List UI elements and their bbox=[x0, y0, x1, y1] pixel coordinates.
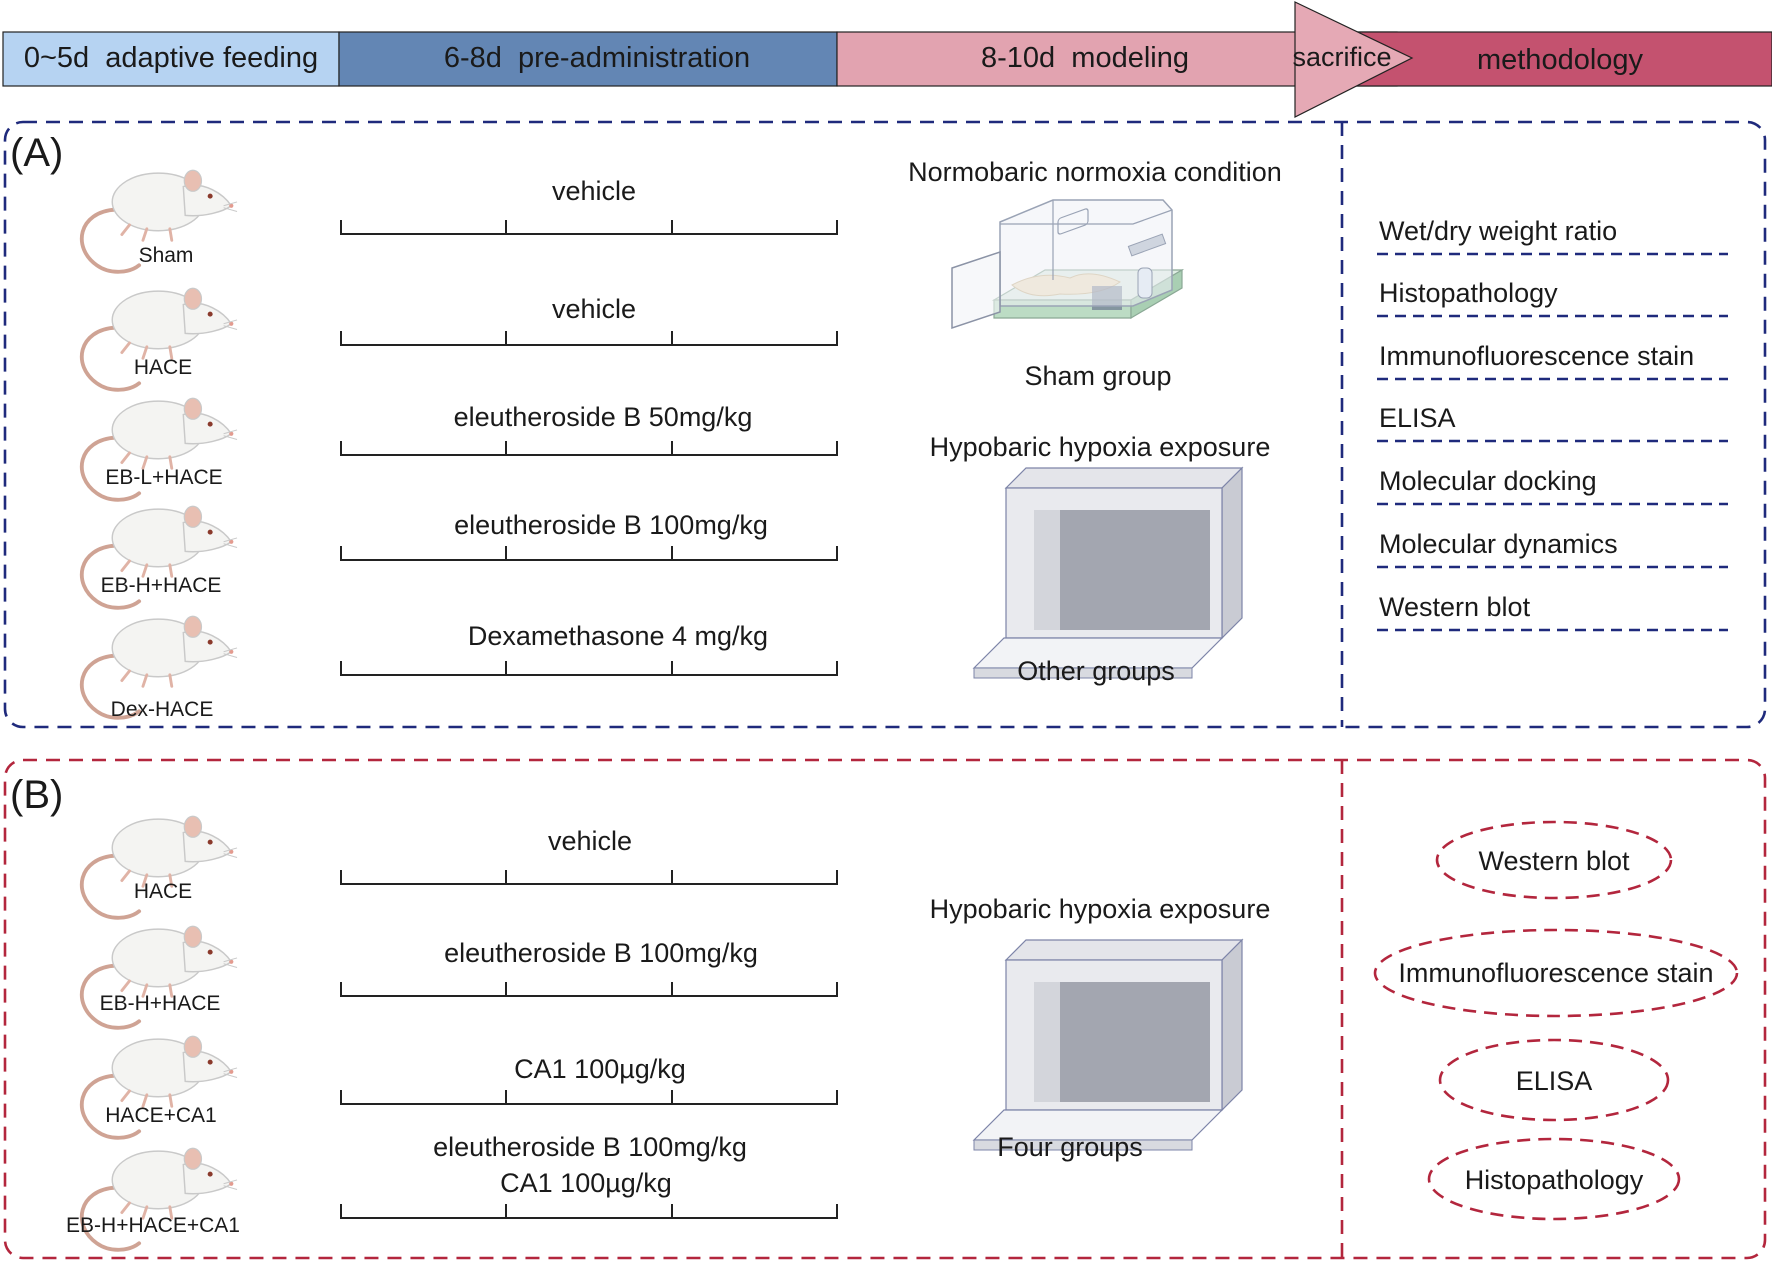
timeline-axis-sham bbox=[340, 220, 838, 235]
dosing-timeline-a bbox=[340, 220, 838, 676]
treatment-label-sham: vehicle bbox=[552, 176, 636, 206]
hypoxia-chamber-icon-a bbox=[973, 467, 1243, 679]
panel-a-label: (A) bbox=[10, 131, 63, 175]
group-label-eb-h-hace: EB-H+HACE bbox=[101, 574, 222, 597]
methods-list-a: Wet/dry weight ratio Histopathology Immu… bbox=[1377, 216, 1728, 632]
method-b-histopathology: Histopathology bbox=[1465, 1165, 1644, 1195]
timeline-axis-eb-l bbox=[340, 441, 838, 456]
method-a-wet-dry: Wet/dry weight ratio bbox=[1379, 216, 1617, 246]
panel-a-border bbox=[3, 120, 1767, 729]
sacrifice-arrow bbox=[1294, 1, 1414, 118]
hypoxia-chamber-icon-b bbox=[973, 939, 1243, 1151]
timeline-axis-dex bbox=[340, 661, 838, 676]
method-b-western-blot: Western blot bbox=[1478, 846, 1630, 876]
panel-b-border bbox=[3, 758, 1767, 1260]
treatment-label-b-ca1-line2: CA1 100µg/kg bbox=[500, 1168, 672, 1198]
timeline-axis-eb-h bbox=[340, 546, 838, 561]
group-label-b-hace-ca1: HACE+CA1 bbox=[105, 1104, 216, 1127]
method-a-histopathology: Histopathology bbox=[1379, 278, 1558, 308]
condition-hypoxia-a: Hypobaric hypoxia exposure bbox=[930, 432, 1271, 462]
phase-pre-administration-label: 6-8d pre-administration bbox=[444, 42, 750, 74]
method-a-western-blot: Western blot bbox=[1379, 592, 1531, 622]
caption-sham-group: Sham group bbox=[1024, 361, 1171, 391]
group-label-b-eb-h-hace-ca1: EB-H+HACE+CA1 bbox=[66, 1214, 240, 1237]
methods-list-b: Western blot Immunofluorescence stain EL… bbox=[1373, 820, 1739, 1221]
caption-four-groups: Four groups bbox=[997, 1132, 1143, 1162]
phase-modeling-label: 8-10d modeling bbox=[981, 42, 1189, 74]
timeline-banner: 0~5d adaptive feeding 6-8d pre-administr… bbox=[2, 1, 1772, 118]
treatment-label-dex: Dexamethasone 4 mg/kg bbox=[468, 621, 768, 651]
condition-normoxia: Normobaric normoxia condition bbox=[908, 157, 1282, 187]
treatment-label-b-vehicle: vehicle bbox=[548, 826, 632, 856]
condition-hypoxia-b: Hypobaric hypoxia exposure bbox=[930, 894, 1271, 924]
dosing-timeline-b bbox=[340, 870, 838, 1219]
method-a-docking: Molecular docking bbox=[1379, 466, 1597, 496]
phase-methodology-label: methodology bbox=[1477, 44, 1644, 76]
treatment-label-b-eb-h-line1: eleutheroside B 100mg/kg bbox=[433, 1132, 747, 1162]
group-label-eb-l-hace: EB-L+HACE bbox=[105, 466, 222, 489]
treatment-label-eb-l: eleutheroside B 50mg/kg bbox=[454, 402, 753, 432]
treatment-label-b-ca1: CA1 100µg/kg bbox=[514, 1054, 686, 1084]
method-a-elisa: ELISA bbox=[1379, 403, 1456, 433]
timeline-axis-b-eb-h-ca1 bbox=[340, 1204, 838, 1219]
phase-sacrifice-label: sacrifice bbox=[1292, 42, 1391, 72]
phase-adaptive-feeding-label: 0~5d adaptive feeding bbox=[24, 42, 318, 74]
timeline-axis-hace bbox=[340, 331, 838, 346]
phase-methodology bbox=[1339, 31, 1772, 87]
group-label-hace: HACE bbox=[134, 356, 192, 379]
group-label-b-eb-h-hace: EB-H+HACE bbox=[100, 992, 221, 1015]
glass-chamber-icon bbox=[951, 199, 1185, 330]
phase-adaptive-feeding bbox=[2, 31, 340, 87]
group-label-sham: Sham bbox=[139, 244, 194, 267]
method-a-immunofluorescence: Immunofluorescence stain bbox=[1379, 341, 1694, 371]
method-b-elisa: ELISA bbox=[1516, 1066, 1593, 1096]
group-label-dex-hace: Dex-HACE bbox=[111, 698, 214, 721]
timeline-axis-b-eb-h bbox=[340, 982, 838, 997]
timeline-axis-b-hace bbox=[340, 870, 838, 885]
treatment-label-b-eb-h: eleutheroside B 100mg/kg bbox=[444, 938, 758, 968]
group-label-b-hace: HACE bbox=[134, 880, 192, 903]
treatment-label-eb-h: eleutheroside B 100mg/kg bbox=[454, 510, 768, 540]
caption-other-groups: Other groups bbox=[1017, 656, 1175, 686]
panel-b-label: (B) bbox=[10, 773, 63, 817]
method-b-immunofluorescence: Immunofluorescence stain bbox=[1398, 958, 1713, 988]
panel-b: (B) HACE EB-H+HACE HACE+CA1 EB-H+HACE+CA… bbox=[3, 758, 1767, 1260]
method-a-dynamics: Molecular dynamics bbox=[1379, 529, 1618, 559]
treatment-label-hace: vehicle bbox=[552, 294, 636, 324]
timeline-axis-b-ca1 bbox=[340, 1090, 838, 1105]
phase-pre-administration bbox=[338, 31, 838, 87]
panel-a: (A) Sham HACE EB-L+HACE EB-H+HACE Dex-HA… bbox=[3, 120, 1767, 729]
